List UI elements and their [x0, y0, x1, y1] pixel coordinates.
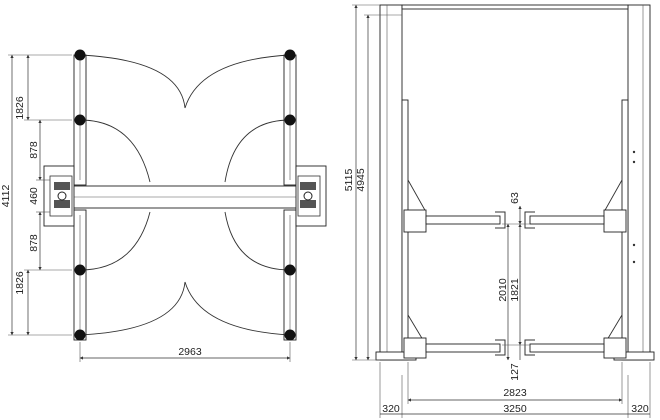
dim-right-column-width: 320 — [631, 403, 649, 415]
arm-swing-arcs — [79, 54, 291, 336]
dim-upper-arm-inner: 878 — [28, 141, 40, 159]
dim-base-height: 127 — [509, 363, 521, 381]
right-column — [603, 4, 655, 361]
dim-lower-arm-inner: 878 — [28, 234, 40, 252]
front-view: 5115 4945 63 2010 1821 127 2823 320 3250… — [343, 4, 655, 418]
lift-pad — [74, 114, 86, 126]
right-carriage — [295, 165, 327, 227]
dim-left-column-width: 320 — [382, 403, 400, 415]
dim-lift-height: 2010 — [497, 278, 509, 302]
dim-total-height: 4112 — [0, 185, 12, 208]
lift-pad — [284, 264, 296, 276]
dim-overall-inner-width: 3250 — [503, 403, 527, 415]
right-arms — [283, 49, 297, 341]
top-view: 4112 1826 878 460 878 1826 2963 — [0, 49, 327, 362]
dim-width-between-columns: 2823 — [503, 387, 527, 399]
dim-lower-arm-swing: 1826 — [14, 271, 26, 295]
dim-lift-travel: 1821 — [509, 278, 521, 302]
dim-center-gap: 460 — [28, 187, 40, 205]
lift-pad — [74, 49, 86, 61]
left-carriage — [43, 165, 75, 227]
left-arms — [73, 49, 87, 341]
dim-upper-arm-swing: 1826 — [14, 96, 26, 120]
lowered-arms — [403, 337, 627, 359]
top-view-dimensions: 4112 1826 878 460 878 1826 2963 — [0, 54, 291, 362]
lift-pad — [284, 329, 296, 341]
left-column — [375, 4, 427, 361]
dim-min-pad-height: 63 — [509, 192, 521, 204]
dim-front-inner-height: 4945 — [355, 168, 367, 192]
lift-pad — [284, 49, 296, 61]
front-view-dimensions: 5115 4945 63 2010 1821 127 2823 320 3250… — [343, 4, 651, 418]
raised-arms — [403, 209, 627, 233]
top-beam — [401, 4, 629, 10]
dim-column-spacing: 2963 — [178, 346, 202, 358]
lift-pad — [74, 264, 86, 276]
dim-front-total-height: 5115 — [343, 169, 355, 192]
lift-pad — [74, 329, 86, 341]
lift-pad — [284, 114, 296, 126]
